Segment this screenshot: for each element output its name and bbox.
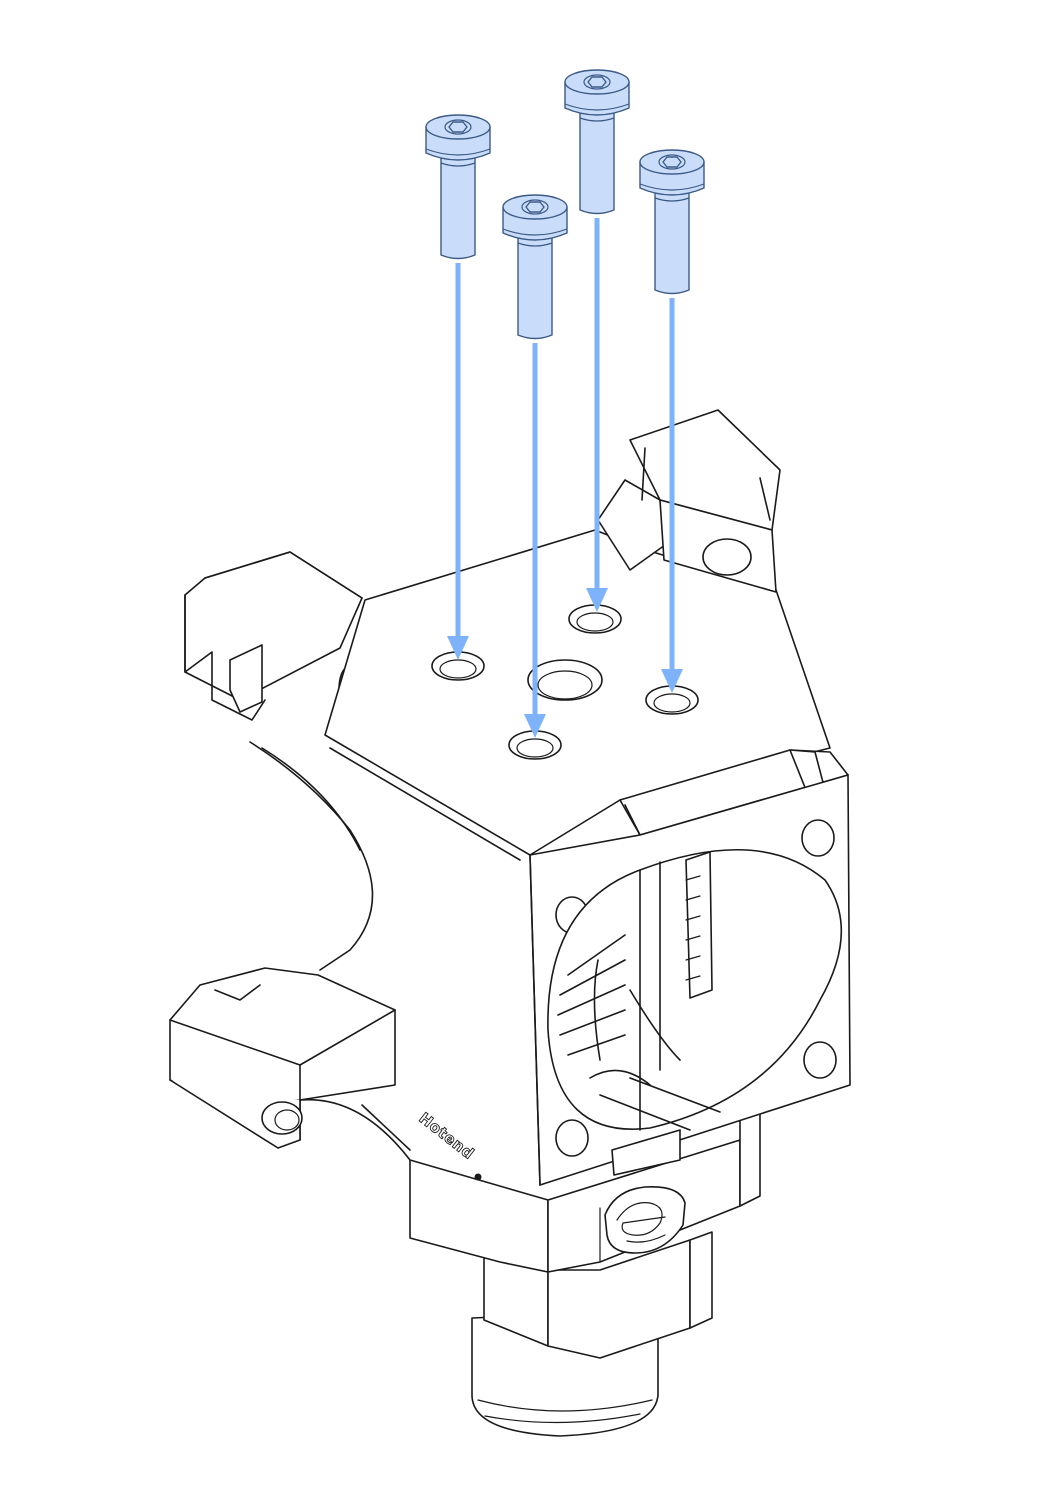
brand-engraving: Hotend xyxy=(416,1109,478,1163)
insert-arrow-3 xyxy=(586,218,608,612)
screw-4 xyxy=(639,149,705,295)
screws-group xyxy=(425,69,705,340)
hotend-lower-body xyxy=(409,1104,761,1437)
insert-arrow-1 xyxy=(447,263,469,660)
insert-arrow-4 xyxy=(661,298,683,693)
fan-shroud-block xyxy=(529,749,851,1186)
registered-mark xyxy=(474,1173,482,1181)
mount-bracket xyxy=(184,409,831,971)
screw-3 xyxy=(564,69,630,215)
arrows-group xyxy=(447,218,683,738)
lower-mount-tab xyxy=(169,967,411,1161)
screw-2 xyxy=(502,194,568,340)
screw-1 xyxy=(425,114,491,260)
e3d-logo-icon xyxy=(604,1186,686,1254)
insert-arrow-2 xyxy=(524,343,546,738)
